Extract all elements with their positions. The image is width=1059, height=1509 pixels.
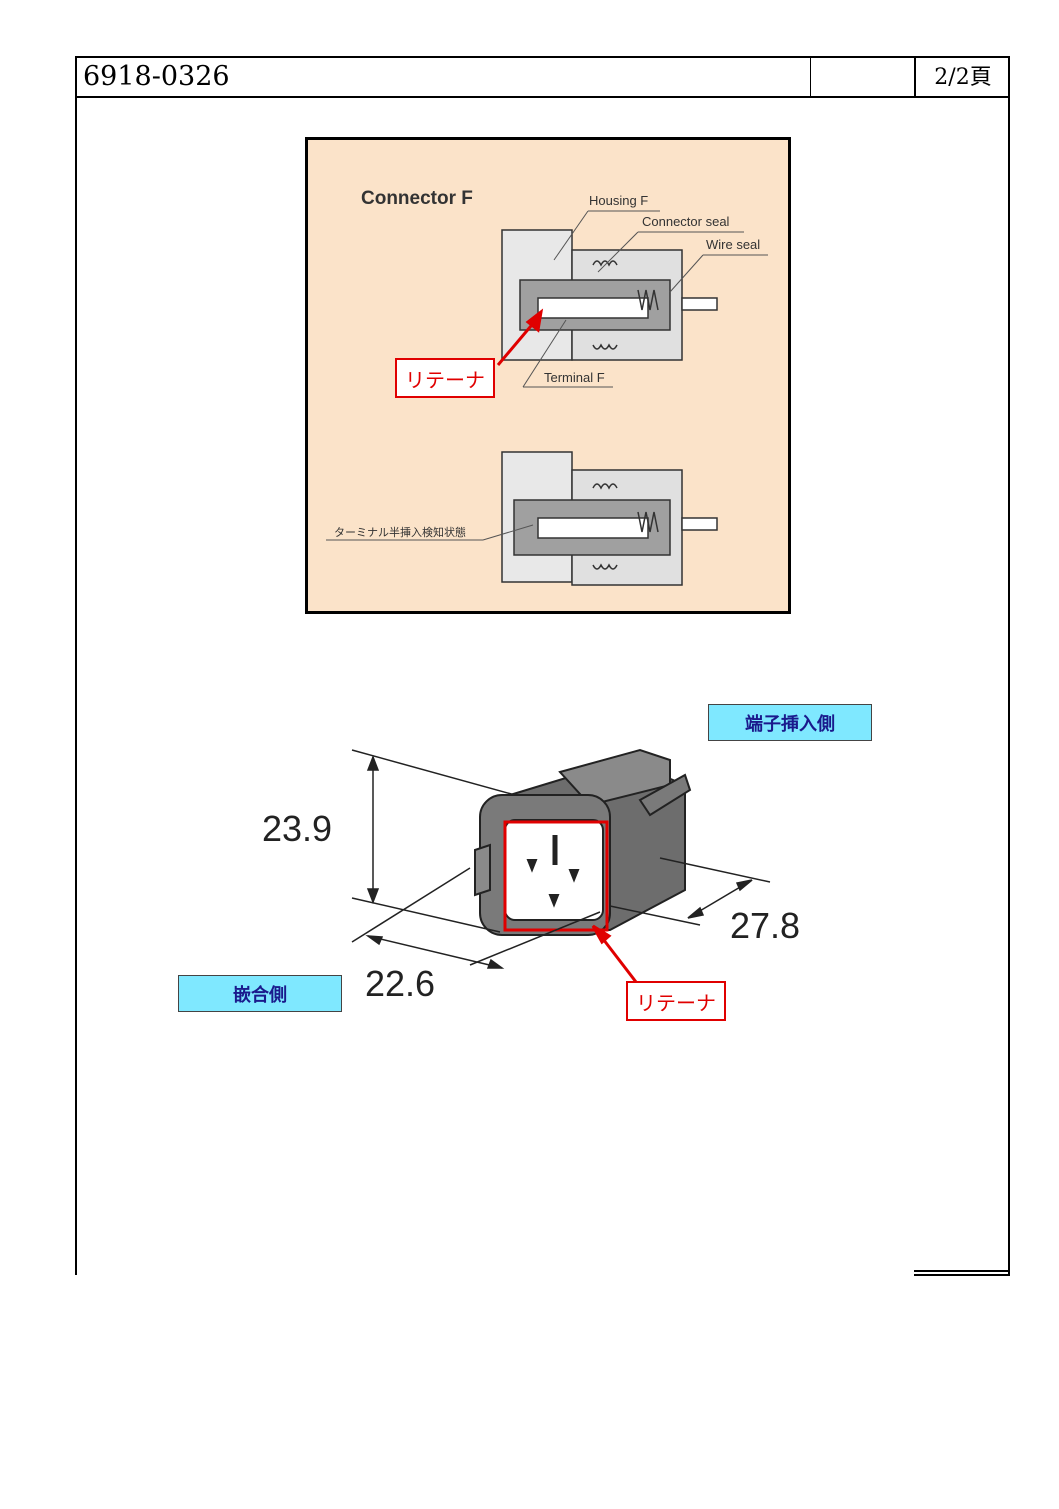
terminal-label: Terminal F [544, 370, 605, 385]
housing-label: Housing F [589, 193, 649, 208]
footer-rule [914, 1274, 1010, 1276]
retainer-label-top: リテーナ [395, 358, 495, 398]
terminal-insertion-side-label: 端子挿入側 [708, 704, 872, 741]
header-cell-divider [914, 56, 916, 98]
connector-section-figure: Connector F Housing F Connector seal Wir… [305, 137, 791, 614]
connector-isometric-drawing [474, 748, 692, 936]
header-divider [75, 96, 1010, 98]
mating-side-label: 嵌合側 [178, 975, 342, 1012]
half-insert-detection-label: ターミナル半挿入検知状態 [334, 526, 466, 539]
connector-cutaway-drawing [326, 210, 768, 586]
footer-rule [914, 1270, 1010, 1272]
frame-left-border [75, 56, 77, 1275]
header-cell-divider [810, 56, 811, 98]
connector-seal-label: Connector seal [642, 214, 730, 229]
wire-seal-label: Wire seal [706, 237, 761, 252]
page-number: 2/2頁 [934, 65, 992, 90]
connector-upper-cutaway [501, 229, 718, 361]
dimension-height: 23.9 [262, 808, 333, 849]
frame-right-border [1008, 56, 1010, 1276]
section-title: Connector F [361, 188, 473, 209]
dimension-width: 22.6 [365, 963, 436, 1004]
connector-lower-cutaway [501, 451, 718, 586]
frame-top-border [75, 56, 1010, 58]
dimension-depth: 27.8 [730, 905, 801, 946]
retainer-label-bottom: リテーナ [626, 981, 726, 1021]
document-number: 6918-0326 [83, 61, 230, 92]
